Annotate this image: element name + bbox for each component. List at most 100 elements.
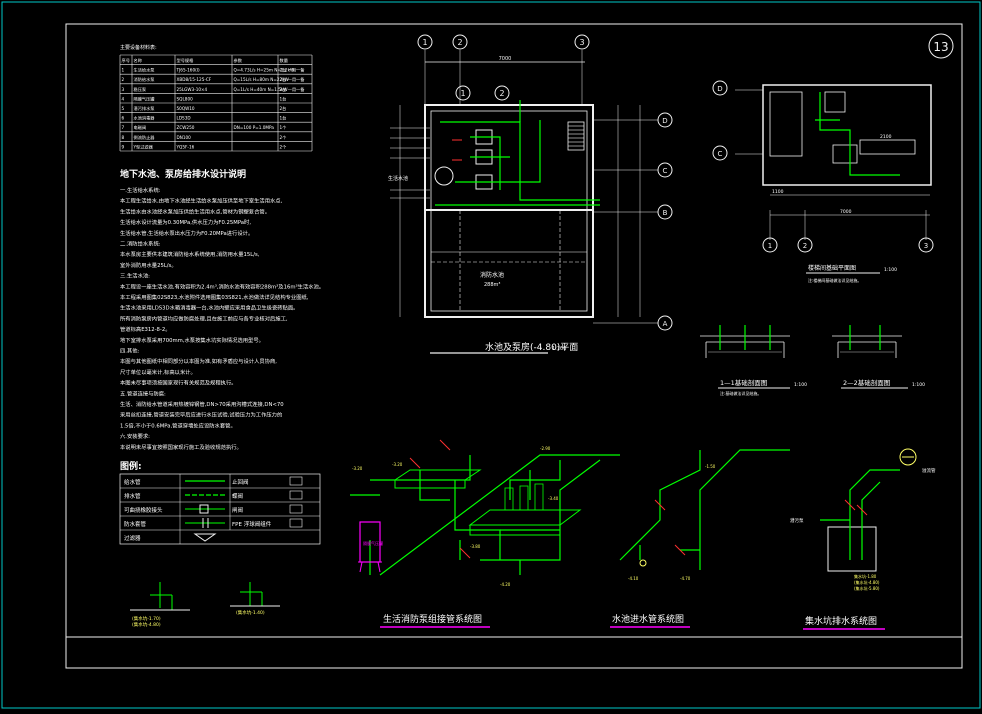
design-note-line: 三.生活水池: [120, 272, 150, 280]
materials-table-cell: 5 [122, 106, 125, 111]
roof-axis-bubble: 1 [768, 242, 772, 250]
legend-label: 防水套管 [124, 520, 147, 528]
design-note-line: 一.生活给水系统: [120, 186, 161, 194]
materials-table-header: 型号规格 [177, 57, 195, 64]
materials-table-cell: 1个 [280, 125, 288, 130]
sump-level-3: (集水坑-5.80) [854, 585, 880, 591]
plan-axis-bubble: 3 [579, 38, 584, 47]
legend-title: 图例: [120, 460, 142, 472]
materials-table-cell: 电磁阀 [134, 124, 147, 131]
materials-table-cell: 2个 [280, 144, 288, 149]
legend-box [119, 473, 321, 545]
section-2-title: 2—2基础剖面图 [843, 378, 890, 387]
materials-table-header: 参数 [234, 57, 243, 64]
materials-table-cell: Q=1L/s H=40m N=1.5kW [234, 87, 288, 92]
materials-table-cell: Q=4.73L/s H=25m N=2.2kW [234, 68, 295, 73]
plan-axis-bubble: 1 [460, 89, 465, 98]
materials-table-cell: 稳压泵 [134, 86, 147, 93]
design-note-line: 管道标高E312-8-2。 [120, 325, 171, 333]
materials-table-cell: 7 [122, 125, 125, 130]
roof-outline [762, 84, 932, 186]
materials-table-cell: 1台 [280, 115, 287, 122]
design-note-line: 本图未尽事项须按国家现行有关规范及规程执行。 [120, 379, 237, 387]
small-level-3: (集水坑-1.40) [236, 609, 265, 616]
design-note-line: 生活、消防给水管道采用热镀锌钢管,DN>70采用沟槽式连接,DN<70 [120, 400, 284, 408]
system-title-inlet: 水池进水管系统图 [612, 613, 684, 625]
section-1-note: 注:基础做法详见结施。 [720, 390, 761, 396]
roof-plan-scale: 1:100 [884, 267, 897, 273]
roof-axis-bubble: D [717, 85, 722, 93]
design-note-line: 生活水池采用LDS3D水箱消毒器一台,水池内壁应采用食品卫生级瓷砖贴面。 [120, 304, 298, 312]
materials-table-header: 名称 [134, 57, 142, 64]
materials-table-cell: 1 [122, 68, 125, 73]
svg-text:-4.10: -4.10 [628, 576, 639, 581]
materials-table-cell: 2台 [280, 105, 287, 112]
materials-table-cell: 隔膜气压罐 [134, 95, 156, 102]
small-level-2: (集水坑-4.80) [132, 621, 161, 628]
legend-symbol-label: 止回阀 [232, 478, 249, 486]
pressure-tank-plan [434, 166, 454, 186]
materials-table-cell: 水池消毒器 [134, 115, 156, 122]
materials-table-cell: 2 [122, 77, 125, 82]
plan-axis-bubble: B [663, 209, 668, 217]
plan-axis-bubble: D [662, 117, 667, 125]
plan-axis-bubble: 2 [457, 38, 462, 47]
legend-symbol-label: FPE 浮球阀组件 [232, 520, 272, 528]
plan-title: 水池及泵房(-4.80)平面 [485, 341, 578, 353]
design-note-line: 地下室排水泵采用700mm,水泵按集水坑实际情况选用型号。 [120, 336, 264, 344]
sump-level-2: (集水坑-4.80) [854, 579, 880, 585]
roof-dim-2: 1100 [772, 189, 784, 195]
design-note-line: 生活给水设计流量为0.30MPa,供水压力为F0.25MPa时, [120, 218, 251, 226]
system-title-sump: 集水坑排水系统图 [805, 615, 877, 627]
svg-text:-4.70: -4.70 [680, 576, 691, 581]
materials-table-cell: DN100 [177, 135, 192, 140]
sump-system: 溢流管 潜污泵 集水坑-1.80 (集水坑-4.80) (集水坑-5.80) 集… [790, 448, 936, 630]
materials-table-cell: 生活给水泵 [134, 67, 155, 74]
design-note-line: 本工程生活给水,由地下水池经生活给水泵加压供至地下室生活用水点, [120, 197, 283, 205]
design-note-line: 本工程设一座生活水池,有效容积为2.4m³,消防水池有效容积288m³及16m³… [120, 282, 324, 290]
design-note-line: 尺寸单位以毫米计,标高以米计。 [120, 368, 196, 376]
materials-table-cell: XBD8/15-125-CF [177, 77, 212, 82]
roof-dim-3: 7000 [840, 209, 852, 215]
design-notes-body: 一.生活给水系统: 本工程生活给水,由地下水池经生活给水泵加压供至地下室生活用水点… [120, 186, 324, 451]
system-title-domestic-fire: 生活消防泵组接管系统图 [383, 613, 482, 625]
svg-text:-3.80: -3.80 [470, 544, 481, 549]
plan-axis-bubble: C [663, 167, 668, 175]
design-note-line: 六.安装要求: [120, 432, 150, 440]
plan-room-label-domestic: 生活水池 [388, 175, 408, 182]
stair-hatch [567, 121, 585, 151]
materials-table-cell: TJ65-160(I) [176, 68, 200, 73]
materials-table-cell: 2台 一用一备 [280, 86, 306, 93]
inlet-system: -1.50 -4.10 -4.70 水池进水管系统图 [610, 449, 790, 628]
svg-text:-3.20: -3.20 [392, 462, 403, 467]
drawing-frame [65, 23, 963, 669]
small-detail-2 [230, 582, 280, 607]
sheet-number: 13 [933, 40, 948, 54]
plan-scale: 1:100 [552, 346, 566, 352]
roof-plan-note: 注:楼梯间基础做法详见结施。 [808, 277, 861, 283]
materials-table-cell: 2台 一用一备 [280, 67, 306, 74]
svg-text:-3.40: -3.40 [548, 496, 559, 501]
materials-table-cell: 4 [122, 96, 125, 101]
section-2-scale: 1:100 [912, 382, 925, 388]
design-note-line: 所有消防泵房内管道均应做防腐处理,且在施工前应与各专业核对后施工, [120, 314, 288, 322]
sump-overflow-label: 溢流管 [922, 467, 936, 474]
svg-text:-1.50: -1.50 [705, 464, 716, 469]
design-note-line: 生活给水由水池经水泵加压供给生活用水点,管材为钢塑复合管。 [120, 207, 270, 215]
plan-axis-bubble: A [663, 320, 668, 328]
legend-symbol-label: 蝶阀 [232, 492, 243, 500]
sump-level-1: 集水坑-1.80 [854, 573, 877, 579]
foundation-sections: 1—1基础剖面图 1:100 注:基础做法详见结施。 2—2基础剖面图 1:10… [700, 325, 925, 396]
plan-axis-bubble: 1 [422, 38, 427, 47]
small-detail-1 [130, 582, 190, 611]
materials-table-caption: 主要设备材料表: [120, 44, 157, 51]
design-note-line: 1.5倍,不小于0.6MPa,管道穿墙处应设防水套管。 [120, 421, 236, 429]
design-notes-title: 地下水池、泵房给排水设计说明 [120, 168, 246, 180]
roof-plan-title: 楼梯间基础平面图 [808, 264, 856, 272]
